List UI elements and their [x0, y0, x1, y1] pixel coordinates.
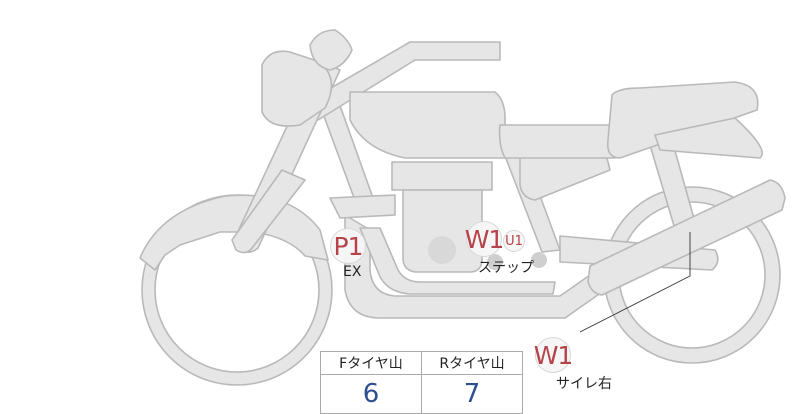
marker-w1-silencer[interactable]: W1	[533, 337, 574, 373]
fuel-tank	[349, 91, 506, 159]
value-front-tire: 6	[320, 374, 422, 414]
speedometer	[309, 29, 353, 71]
tire-tread-table: Fタイヤ山 Rタイヤ山 6 7	[320, 351, 523, 414]
exhaust-inner	[359, 227, 556, 295]
engine-cover	[428, 236, 456, 264]
frame-cradle	[329, 194, 396, 219]
marker-code: W1	[464, 224, 505, 254]
seat-front	[498, 124, 616, 159]
marker-w1-step[interactable]: W1	[464, 221, 505, 257]
header-front-tire: Fタイヤ山	[320, 351, 422, 375]
marker-label-ex: EX	[343, 264, 362, 280]
fork-boot	[231, 169, 306, 254]
engine-head	[391, 161, 493, 191]
engine-block	[402, 189, 483, 273]
leader-line	[579, 232, 691, 333]
muffler	[587, 179, 786, 296]
marker-code: P1	[333, 231, 364, 261]
marker-code: W1	[533, 340, 574, 370]
rear-fender	[654, 117, 763, 159]
value-rear-tire: 7	[421, 374, 523, 414]
marker-subcode: U1	[505, 233, 523, 249]
marker-p1[interactable]: P1	[330, 228, 366, 264]
headlight	[261, 50, 333, 127]
side-cover	[519, 149, 611, 201]
header-rear-tire: Rタイヤ山	[421, 351, 523, 375]
marker-label-step: ステップ	[478, 260, 534, 276]
seat-rear	[606, 81, 759, 159]
marker-label-silencer: サイレ右	[556, 376, 612, 392]
step-peg-right	[531, 252, 547, 268]
marker-u1[interactable]: U1	[503, 230, 525, 252]
step-peg-left	[487, 254, 503, 270]
